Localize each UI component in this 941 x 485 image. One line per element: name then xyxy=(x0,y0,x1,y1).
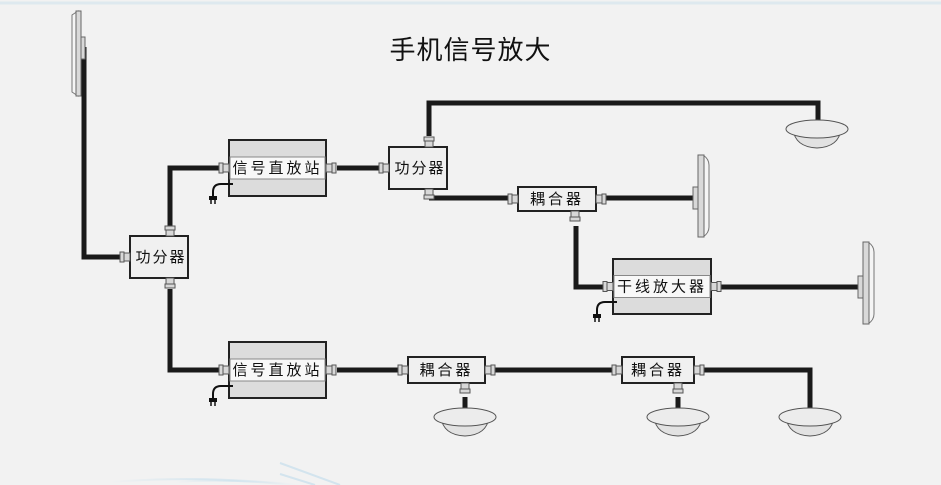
cable-donor-to-splitter xyxy=(81,47,120,260)
connector-body xyxy=(484,365,492,375)
power-cord xyxy=(212,183,233,196)
connector-nut xyxy=(397,364,403,376)
connector-nut xyxy=(716,281,722,292)
connector-nut xyxy=(331,364,337,376)
connector-body xyxy=(693,365,701,375)
cable-coupler-b2-to-ceiling-4 xyxy=(700,367,813,418)
connector-nut xyxy=(611,364,617,376)
connector-body xyxy=(165,277,175,285)
connector-body xyxy=(325,163,333,173)
antenna-panel xyxy=(697,154,705,238)
coupler-label: 耦合器 xyxy=(530,190,584,208)
cable-coupler-to-trunk-amp xyxy=(573,226,605,290)
trunk-amplifier-trunk-amp[interactable]: 干线放大器 xyxy=(593,258,722,322)
connector-body xyxy=(401,365,409,375)
connector-nut xyxy=(569,216,581,222)
antenna-plate xyxy=(646,407,710,427)
antenna-mount xyxy=(80,36,86,60)
splitter-label: 功分器 xyxy=(394,159,445,177)
connector-body xyxy=(222,365,230,375)
connector-nut xyxy=(378,162,384,174)
coupler-label: 耦合器 xyxy=(419,361,473,379)
device-label: 信号直放站 xyxy=(232,361,322,379)
power-plug-icon xyxy=(209,196,217,200)
coupler-coupler-bottom-2[interactable]: 耦合器 xyxy=(611,356,705,394)
connector-body xyxy=(424,188,434,196)
device-label-band xyxy=(229,156,326,180)
device-label: 干线放大器 xyxy=(617,278,707,296)
connector-body xyxy=(570,210,580,218)
splitter-label: 功分器 xyxy=(135,248,186,266)
connector-body xyxy=(222,163,230,173)
device-label-band xyxy=(229,358,326,382)
panel-antenna-panel-antenna-2[interactable] xyxy=(857,241,875,325)
cable-network xyxy=(81,47,860,418)
panel-antenna-panel-antenna-1[interactable] xyxy=(692,154,710,238)
power-plug-icon xyxy=(593,314,601,318)
connector-body xyxy=(606,282,614,291)
coupler-label: 耦合器 xyxy=(631,361,685,379)
connector-nut xyxy=(119,251,125,263)
connector-nut xyxy=(699,364,705,376)
repeater-repeater-top[interactable]: 信号直放站 xyxy=(209,139,337,204)
connector-body xyxy=(424,140,434,148)
connector-nut xyxy=(331,162,337,174)
power-plug-icon xyxy=(209,398,217,402)
power-cord xyxy=(596,301,617,314)
antenna-mount xyxy=(692,186,699,210)
connector-nut xyxy=(602,281,608,292)
antenna-plate xyxy=(778,407,842,427)
connector-nut xyxy=(672,388,684,394)
ceiling-antenna-ceiling-antenna-2[interactable] xyxy=(433,407,497,437)
repeater-repeater-bottom[interactable]: 信号直放站 xyxy=(209,341,337,406)
coupler-body xyxy=(621,356,695,384)
connector-nut xyxy=(218,162,224,174)
cable-splitter-to-repeater-bottom xyxy=(167,289,221,373)
connector-body xyxy=(460,382,470,390)
antenna-panel xyxy=(862,241,870,325)
device-label-band xyxy=(613,275,711,298)
antenna-panel xyxy=(75,10,82,97)
connector-nut xyxy=(423,136,435,142)
connector-body xyxy=(595,194,603,204)
antenna-plate xyxy=(785,119,849,139)
connector-nut xyxy=(423,194,435,200)
antenna-mount xyxy=(857,275,864,299)
connector-nut xyxy=(164,283,176,289)
power-splitter-splitter-top[interactable]: 功分器 xyxy=(378,136,448,200)
connector-body xyxy=(615,365,623,375)
coupler-coupler-bottom-1[interactable]: 耦合器 xyxy=(397,356,496,394)
connector-body xyxy=(325,365,333,375)
device-label: 信号直放站 xyxy=(232,159,322,177)
ceiling-antenna-ceiling-antenna-3[interactable] xyxy=(646,407,710,437)
splitter-body xyxy=(129,235,189,279)
power-cord xyxy=(212,385,233,398)
diagram-title: 手机信号放大 xyxy=(389,36,552,66)
ceiling-antenna-ceiling-antenna-4[interactable] xyxy=(778,407,842,437)
connector-body xyxy=(382,163,390,173)
cable-splitter-to-repeater-top xyxy=(167,165,221,226)
ceiling-antenna-ceiling-antenna-1[interactable] xyxy=(785,119,849,149)
connector-nut xyxy=(218,364,224,376)
coupler-coupler-top[interactable]: 耦合器 xyxy=(507,186,607,222)
connector-nut xyxy=(601,193,607,205)
cable-splitter-to-ceiling-1 xyxy=(426,100,821,136)
connector-nut xyxy=(490,364,496,376)
connector-nut xyxy=(164,225,176,231)
coupler-body xyxy=(407,356,486,384)
power-splitter-splitter-main[interactable]: 功分器 xyxy=(119,225,189,289)
antenna-plate xyxy=(433,407,497,427)
connector-nut xyxy=(507,193,513,205)
connector-body xyxy=(673,382,683,390)
connector-nut xyxy=(459,388,471,394)
connector-body xyxy=(710,282,718,291)
connector-body xyxy=(123,252,131,262)
connector-body xyxy=(511,194,519,204)
connector-body xyxy=(165,229,175,237)
panel-antenna-donor-antenna[interactable] xyxy=(71,10,86,97)
